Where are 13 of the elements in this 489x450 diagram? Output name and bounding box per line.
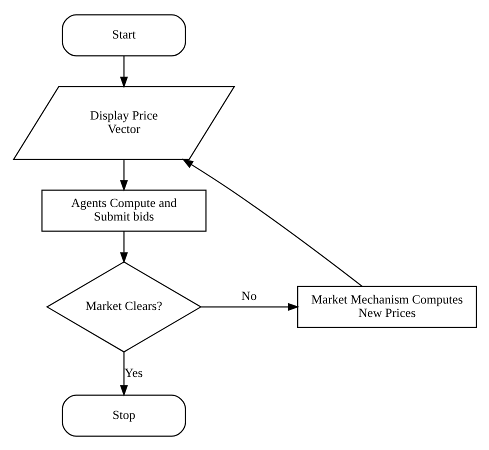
arrow [119, 352, 128, 396]
node-box: Stop [61, 394, 186, 436]
arrow [119, 159, 128, 192]
arrow [119, 55, 128, 88]
edge-label: No [240, 288, 256, 302]
node-box: Agents Compute and Submit bids [40, 189, 206, 232]
node-box: Market Mechanism Computes New Prices [296, 285, 477, 328]
node-diamond: Market Clears? [45, 260, 202, 352]
arrow [200, 302, 299, 310]
edge-label: Yes [124, 365, 142, 380]
arrow [119, 230, 128, 264]
node-box: Start [61, 14, 186, 56]
arrow [181, 158, 362, 286]
